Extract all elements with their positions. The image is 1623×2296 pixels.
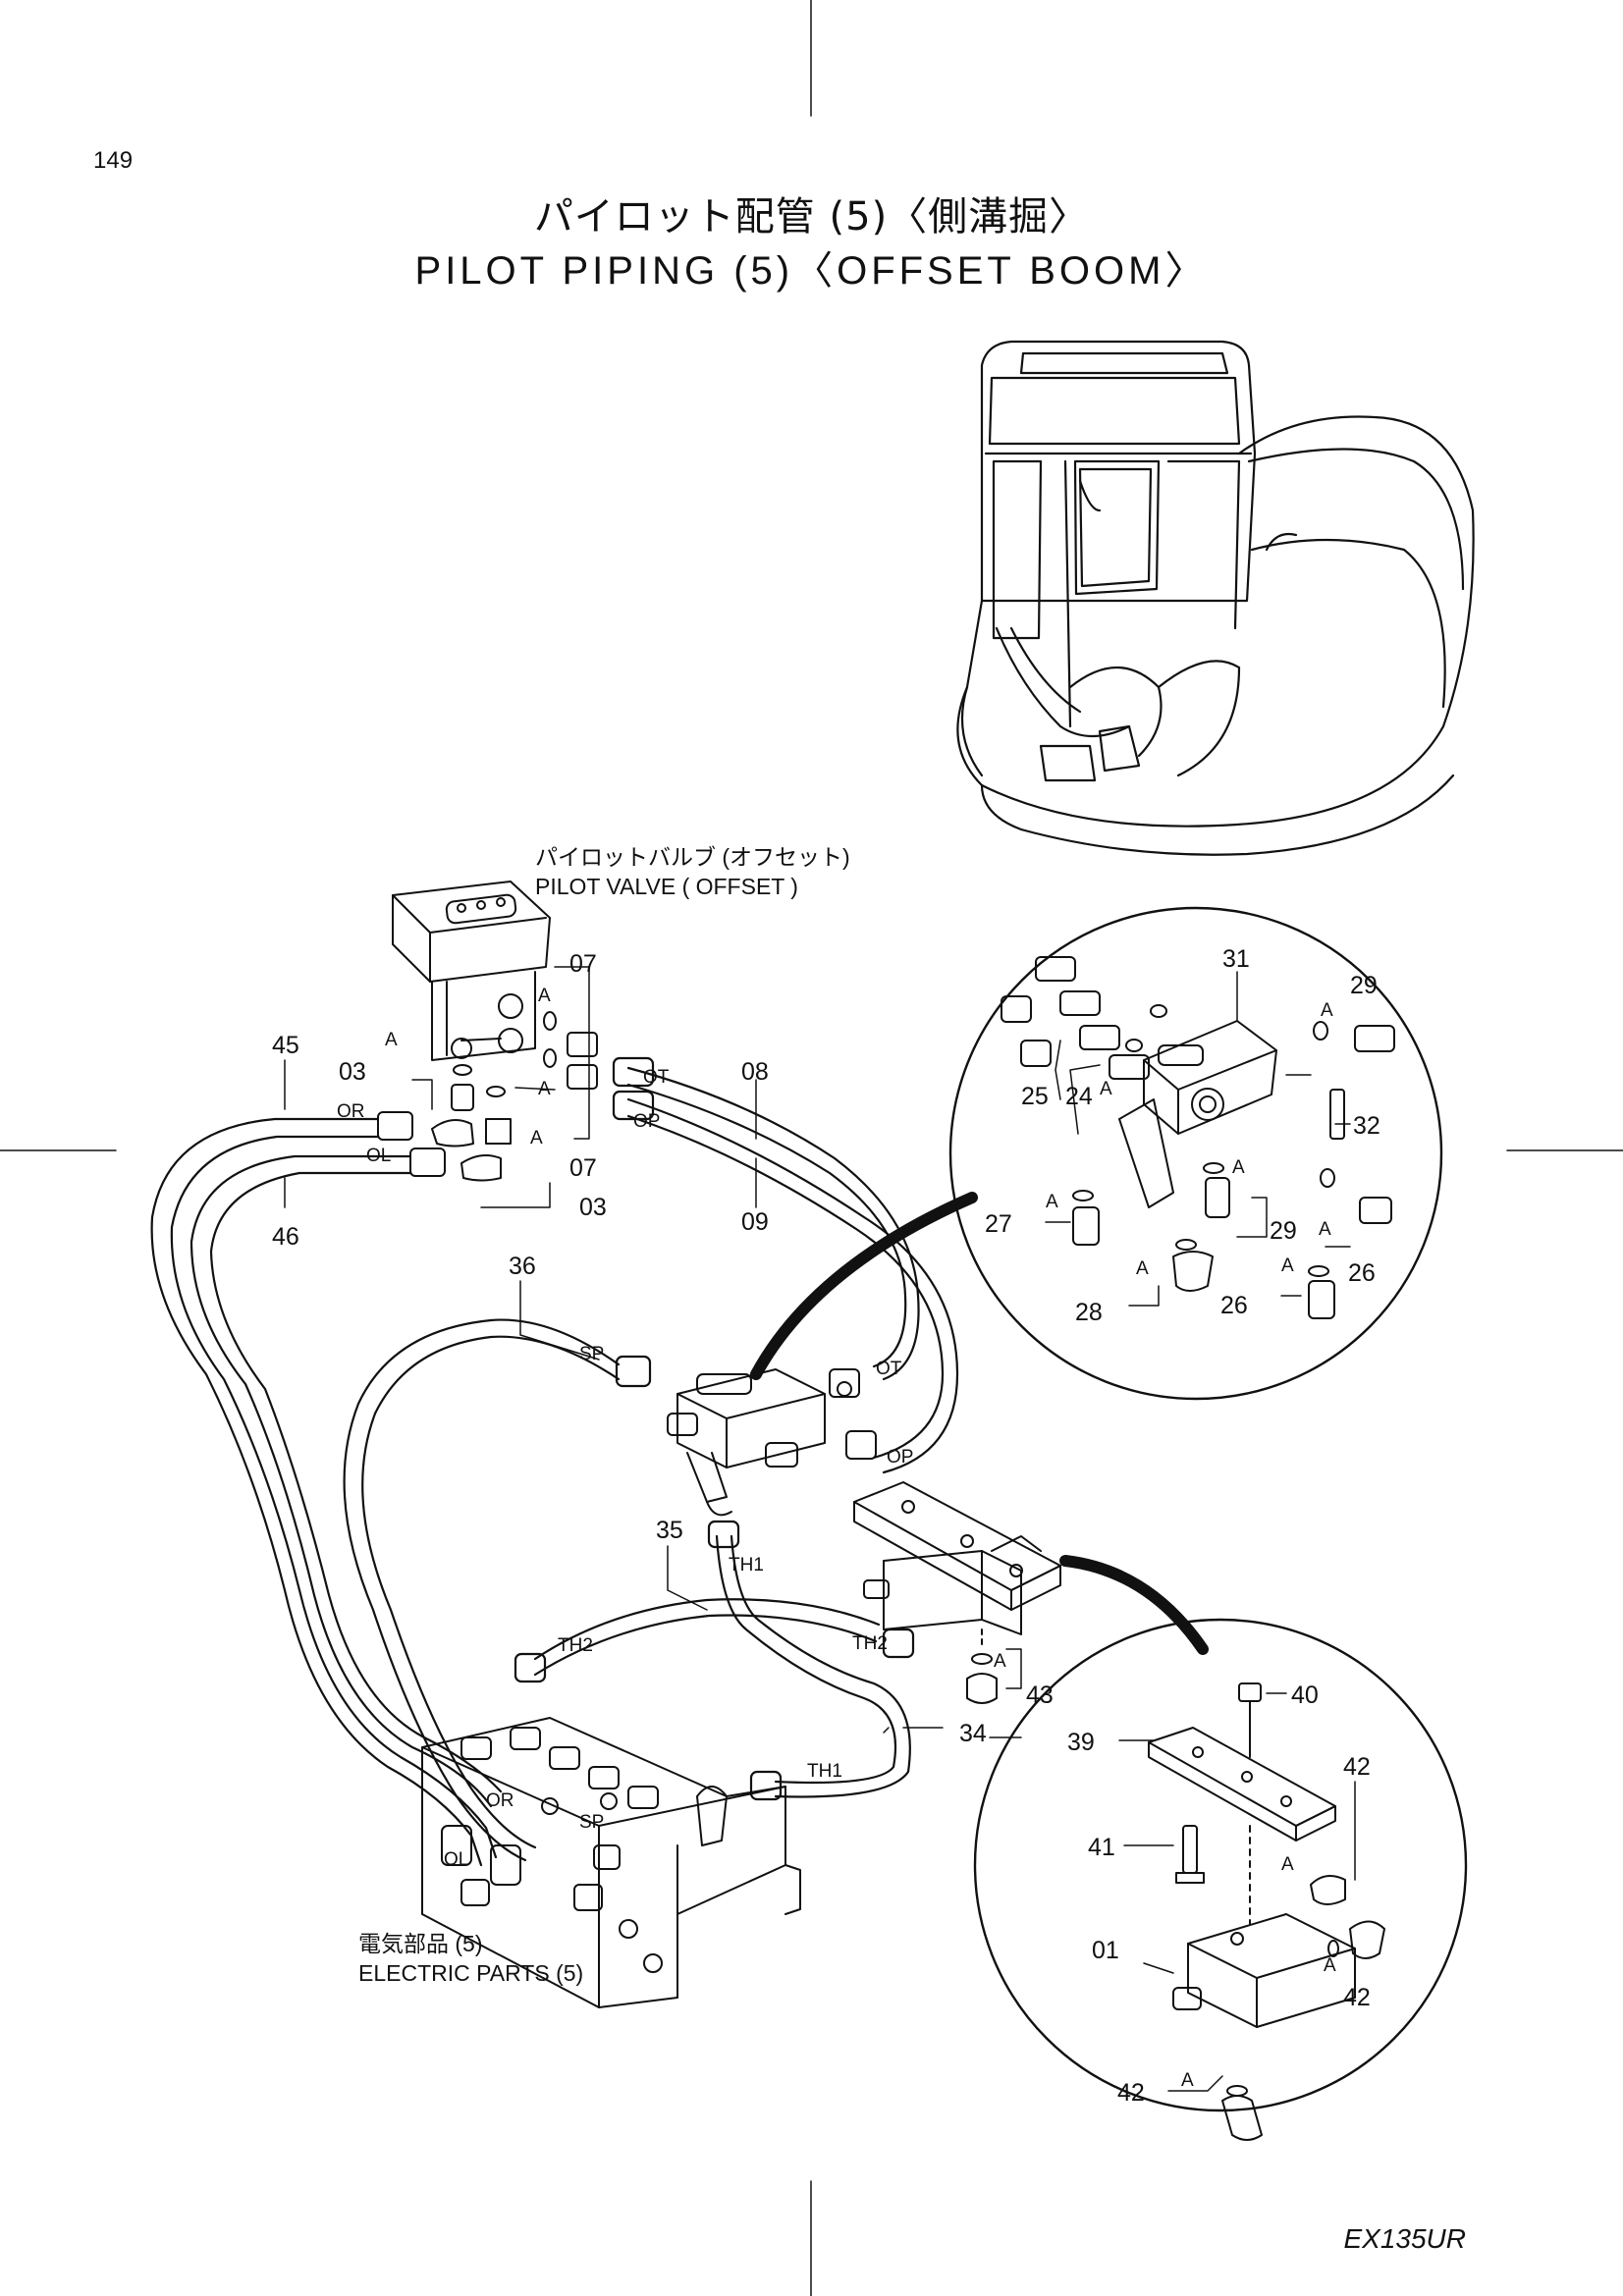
port-label-th2: TH2 xyxy=(852,1633,888,1654)
lower-detail-parts xyxy=(1148,1682,1385,2141)
pressure-switch-bracket xyxy=(853,1481,1061,1704)
callout-46: 46 xyxy=(272,1223,299,1251)
callout-34: 34 xyxy=(959,1720,987,1747)
callout-03: 03 xyxy=(579,1194,607,1221)
port-label-a: A xyxy=(1232,1157,1245,1178)
callout-25: 25 xyxy=(1021,1083,1049,1110)
port-label-a: A xyxy=(1100,1079,1112,1099)
shuttle-valve-block xyxy=(667,1368,877,1517)
leader-upper-detail xyxy=(750,1192,978,1380)
callout-09: 09 xyxy=(741,1208,769,1236)
callout-27: 27 xyxy=(985,1210,1012,1238)
callout-26: 26 xyxy=(1220,1292,1248,1319)
port-label-a: A xyxy=(530,1128,543,1148)
port-label-a: A xyxy=(1181,2070,1194,2091)
pilot-valve-caption-jp: パイロットバルブ (オフセット) xyxy=(535,844,850,870)
machine-overview-illustration xyxy=(956,340,1475,856)
port-label-a: A xyxy=(1046,1192,1058,1212)
callout-32: 32 xyxy=(1353,1112,1380,1140)
callout-42: 42 xyxy=(1343,1984,1371,2011)
port-label-op: OP xyxy=(633,1111,660,1132)
callout-31: 31 xyxy=(1222,945,1250,973)
callout-29: 29 xyxy=(1270,1217,1297,1245)
callout-24: 24 xyxy=(1065,1083,1093,1110)
pilot-valve-caption: パイロットバルブ (オフセット) PILOT VALVE ( OFFSET ) xyxy=(535,842,850,901)
callout-leaders xyxy=(284,966,1356,2092)
callout-41: 41 xyxy=(1088,1834,1115,1861)
callout-45: 45 xyxy=(272,1032,299,1059)
port-label-th1: TH1 xyxy=(729,1555,764,1575)
port-label-a: A xyxy=(1324,1955,1336,1976)
port-label-or: OR xyxy=(337,1101,365,1122)
port-label-a: A xyxy=(1321,1000,1333,1021)
electric-parts-caption: 電気部品 (5) ELECTRIC PARTS (5) xyxy=(358,1929,583,1988)
hose-45-46 xyxy=(150,1117,503,1867)
port-label-a: A xyxy=(385,1030,398,1050)
callout-26: 26 xyxy=(1348,1259,1376,1287)
detail-circle-upper xyxy=(948,906,1443,1401)
port-label-sp: SP xyxy=(579,1344,604,1364)
hose-34-35 xyxy=(514,1520,915,1801)
port-label-ol: OL xyxy=(366,1146,391,1166)
port-label-op: OP xyxy=(887,1447,913,1468)
control-valve xyxy=(421,1717,801,2008)
port-label-a: A xyxy=(1281,1854,1294,1875)
callout-28: 28 xyxy=(1075,1299,1103,1326)
electric-parts-caption-en: ELECTRIC PARTS (5) xyxy=(358,1960,584,1986)
callout-42: 42 xyxy=(1117,2079,1145,2107)
pilot-valve-caption-en: PILOT VALVE ( OFFSET ) xyxy=(535,874,798,899)
page-number: 149 xyxy=(93,147,134,174)
port-label-sp: SP xyxy=(579,1812,604,1833)
port-label-a: A xyxy=(994,1651,1006,1672)
port-label-a: A xyxy=(1136,1258,1149,1279)
callout-35: 35 xyxy=(656,1517,683,1544)
upper-detail-parts xyxy=(1001,956,1395,1319)
callout-03: 03 xyxy=(339,1058,366,1086)
callout-07: 07 xyxy=(569,950,597,978)
port-label-a: A xyxy=(538,986,551,1006)
callout-36: 36 xyxy=(509,1253,536,1280)
callout-43: 43 xyxy=(1026,1682,1054,1709)
detail-circle-lower xyxy=(973,1618,1468,2112)
callout-01: 01 xyxy=(1092,1937,1119,1964)
port-labels: A A A A OR OL OT OP SP OT OP TH1 TH2 TH2… xyxy=(337,986,1336,2091)
leader-lower-detail xyxy=(1059,1555,1209,1655)
port-label-a: A xyxy=(1319,1219,1331,1240)
port-label-ol: OL xyxy=(444,1849,468,1870)
hose-08-09 xyxy=(612,1056,959,1474)
pilot-valve xyxy=(392,881,551,1061)
port-label-ot: OT xyxy=(876,1359,902,1379)
callout-labels: 01 03 03 07 07 08 09 24 25 26 26 27 28 2… xyxy=(272,945,1380,2107)
callout-40: 40 xyxy=(1291,1682,1319,1709)
port-label-a: A xyxy=(1281,1255,1294,1276)
callout-39: 39 xyxy=(1067,1729,1095,1756)
page-title-jp: パイロット配管 (5)〈側溝掘〉 xyxy=(533,194,1090,240)
callout-42: 42 xyxy=(1343,1753,1371,1781)
pilot-valve-fittings xyxy=(377,1011,598,1182)
callout-08: 08 xyxy=(741,1058,769,1086)
model-number: EX135UR xyxy=(1343,2223,1466,2254)
port-label-or: OR xyxy=(486,1790,514,1811)
port-label-th1: TH1 xyxy=(807,1761,842,1782)
port-label-a: A xyxy=(538,1079,551,1099)
port-label-th2: TH2 xyxy=(558,1635,593,1656)
callout-29: 29 xyxy=(1350,972,1378,999)
port-label-ot: OT xyxy=(643,1067,670,1088)
callout-07: 07 xyxy=(569,1154,597,1182)
page-title-en: PILOT PIPING (5)〈OFFSET BOOM〉 xyxy=(414,249,1209,293)
hose-36 xyxy=(343,1318,652,1862)
